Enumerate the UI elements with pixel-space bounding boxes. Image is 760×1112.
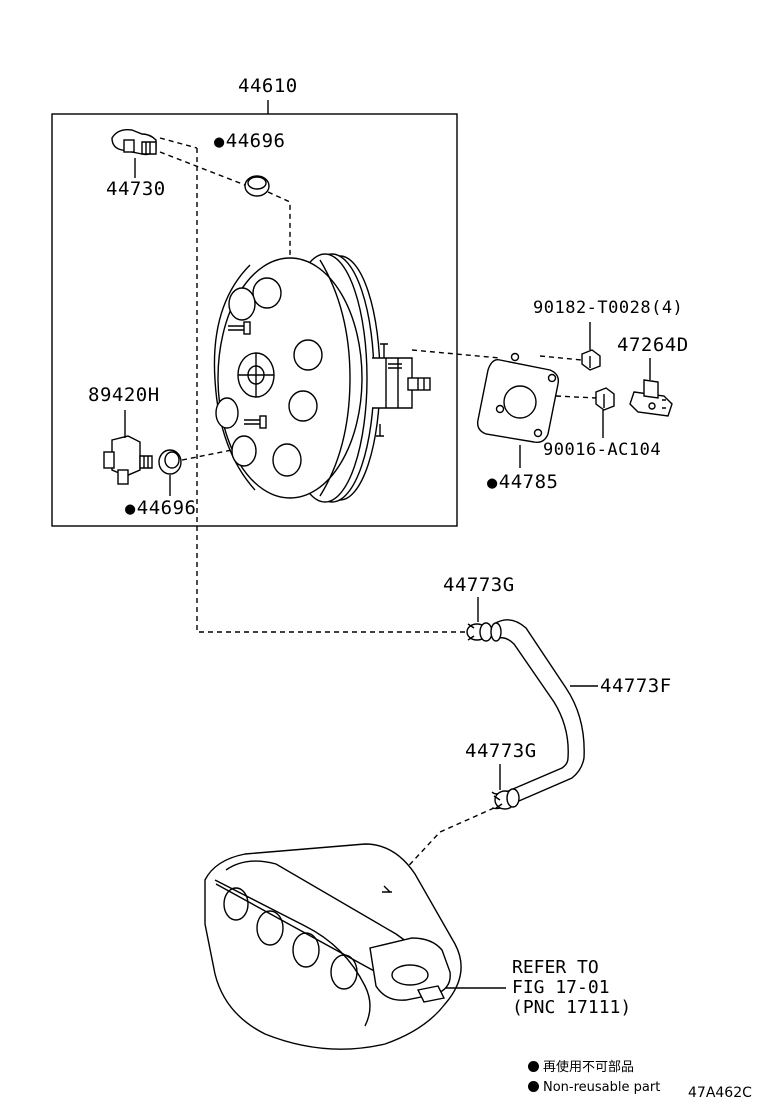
part-label-90182[interactable]: 90182-T0028(4)	[533, 298, 684, 318]
booster-assembly-frame	[51, 113, 458, 527]
refer-note-line1: REFER TO	[512, 957, 599, 978]
dash-booster-gasket	[411, 349, 501, 359]
dash-44730-a	[159, 137, 198, 149]
dash-grommet-bottom	[181, 449, 233, 461]
legend-text-en: Non-reusable part	[543, 1080, 661, 1095]
vacuum-hose-icon	[490, 619, 598, 810]
gasket-icon	[476, 352, 560, 444]
check-valve-icon	[111, 128, 157, 156]
nut-upper-icon	[581, 349, 601, 371]
part-label-44696-top[interactable]: 44696	[214, 131, 285, 152]
grommet-bottom-icon	[158, 449, 182, 475]
figure-id: 47A462C	[688, 1085, 752, 1101]
bracket-icon	[629, 379, 673, 417]
legend-bullet-icon	[528, 1081, 539, 1092]
part-label-44773F[interactable]: 44773F	[600, 675, 672, 697]
grommet-icon	[244, 175, 270, 197]
part-label-89420H[interactable]: 89420H	[88, 384, 160, 406]
legend-item-en: Non-reusable part	[528, 1080, 660, 1096]
legend-bullet-icon	[528, 1061, 539, 1072]
dash-gasket-nut1	[539, 355, 583, 361]
sensor-icon	[103, 435, 153, 485]
intake-manifold-icon	[204, 843, 462, 1050]
part-label-47264D[interactable]: 47264D	[617, 334, 689, 356]
legend-item-jp: 再使用不可部品	[528, 1060, 634, 1076]
hose-clip-lower-icon	[493, 788, 520, 810]
part-label-44785[interactable]: 44785	[487, 472, 558, 493]
dash-44730-b	[159, 151, 246, 186]
part-label-44730[interactable]: 44730	[106, 178, 166, 200]
nut-lower-icon	[595, 387, 615, 411]
legend-text-jp: 再使用不可部品	[543, 1060, 635, 1075]
part-label-44610[interactable]: 44610	[238, 75, 298, 97]
part-label-44773G-upper[interactable]: 44773G	[443, 574, 515, 596]
part-label-44773G-lower[interactable]: 44773G	[465, 740, 537, 762]
hose-clip-upper-icon	[466, 622, 493, 642]
part-label-44696-bottom[interactable]: 44696	[125, 498, 196, 519]
part-label-90016[interactable]: 90016-AC104	[543, 440, 662, 460]
refer-note-line3: (PNC 17111)	[512, 997, 632, 1018]
brake-booster-icon	[213, 253, 431, 503]
refer-note-line2[interactable]: FIG 17-01	[512, 977, 610, 998]
dash-gasket-nut2	[555, 395, 597, 399]
